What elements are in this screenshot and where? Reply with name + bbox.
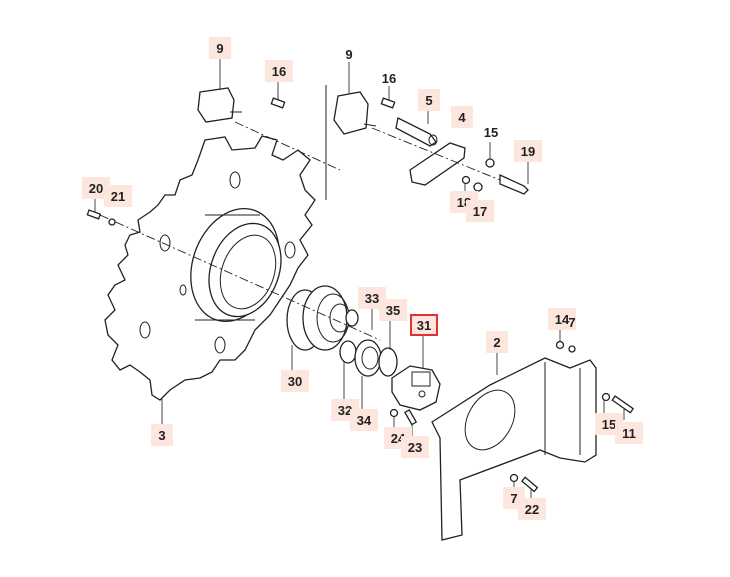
rubber-mount-part-9-right [333, 91, 377, 135]
axis-line [99, 214, 381, 341]
callout-21[interactable]: 21 [104, 185, 132, 207]
callout-20[interactable]: 20 [82, 177, 110, 199]
callout-35[interactable]: 35 [379, 299, 407, 321]
callout-31-selected[interactable]: 31 [410, 314, 438, 336]
callout-30[interactable]: 30 [281, 370, 309, 392]
axis-line [234, 121, 341, 171]
callout-3[interactable]: 3 [151, 424, 173, 446]
callout-14[interactable]: 14 [548, 308, 576, 330]
hydraulic-motor-part-31 [391, 365, 441, 411]
callout-17[interactable]: 17 [466, 200, 494, 222]
callout-23[interactable]: 23 [401, 436, 429, 458]
callout-2[interactable]: 2 [486, 331, 508, 353]
callout-9[interactable]: 9 [345, 46, 353, 62]
bracket-part-2 [431, 357, 597, 541]
callout-16[interactable]: 16 [381, 70, 397, 86]
rubber-mount-part-9-left [197, 87, 242, 123]
callout-4[interactable]: 4 [451, 106, 473, 128]
callout-19[interactable]: 19 [514, 140, 542, 162]
callout-22[interactable]: 22 [518, 498, 546, 520]
hub-ring [190, 207, 282, 323]
callout-34[interactable]: 34 [350, 409, 378, 431]
seal-rings [339, 339, 398, 377]
callout-7[interactable]: 7 [568, 314, 576, 330]
callout-11[interactable]: 11 [615, 422, 643, 444]
fasteners [86, 97, 635, 493]
gearbox-part-30 [286, 285, 359, 351]
pin-part-5 [395, 117, 438, 147]
bolt-part-19 [499, 173, 529, 195]
callout-9[interactable]: 9 [209, 37, 231, 59]
callout-15[interactable]: 15 [483, 124, 499, 140]
callout-16[interactable]: 16 [265, 60, 293, 82]
callout-5[interactable]: 5 [418, 89, 440, 111]
plate-part-4 [409, 142, 466, 186]
axis-line [371, 127, 501, 181]
